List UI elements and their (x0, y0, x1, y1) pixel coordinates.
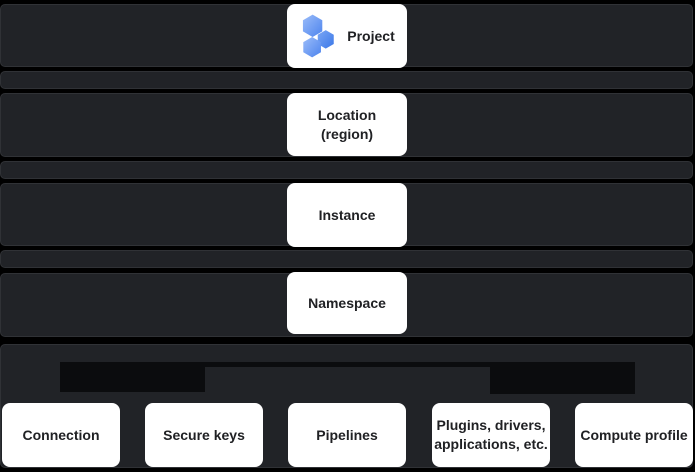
node-project-label: Project (347, 27, 395, 44)
connector-horizontal-line (60, 362, 635, 367)
node-location: Location (region) (287, 93, 407, 156)
band-spacer-1 (0, 71, 693, 89)
node-project: Project (287, 4, 407, 68)
node-location-label-line1: Location (317, 106, 377, 123)
node-location-label-line2: (region) (320, 125, 374, 142)
node-connection: Connection (2, 403, 120, 467)
band-spacer-2 (0, 161, 693, 179)
node-pipelines-label: Pipelines (316, 426, 378, 443)
connector-right-segment (490, 367, 635, 394)
node-namespace-label: Namespace (308, 294, 386, 311)
node-secure-keys-label: Secure keys (163, 426, 245, 443)
node-compute-profile-label: Compute profile (580, 426, 688, 443)
node-instance: Instance (287, 183, 407, 247)
band-spacer-3 (0, 250, 693, 268)
connector-left-segment (60, 367, 205, 392)
node-connection-label: Connection (22, 426, 100, 443)
node-pipelines: Pipelines (288, 403, 406, 467)
data-fusion-hexagons-icon (299, 14, 335, 58)
node-plugins-label-line2: applications, etc. (434, 436, 548, 452)
node-plugins-drivers-applications: Plugins, drivers, applications, etc. (432, 403, 550, 467)
node-compute-profile: Compute profile (575, 403, 693, 467)
node-secure-keys: Secure keys (145, 403, 263, 467)
node-plugins-label-line1: Plugins, drivers, (436, 417, 546, 433)
node-instance-label: Instance (318, 206, 376, 223)
node-namespace: Namespace (287, 272, 407, 334)
